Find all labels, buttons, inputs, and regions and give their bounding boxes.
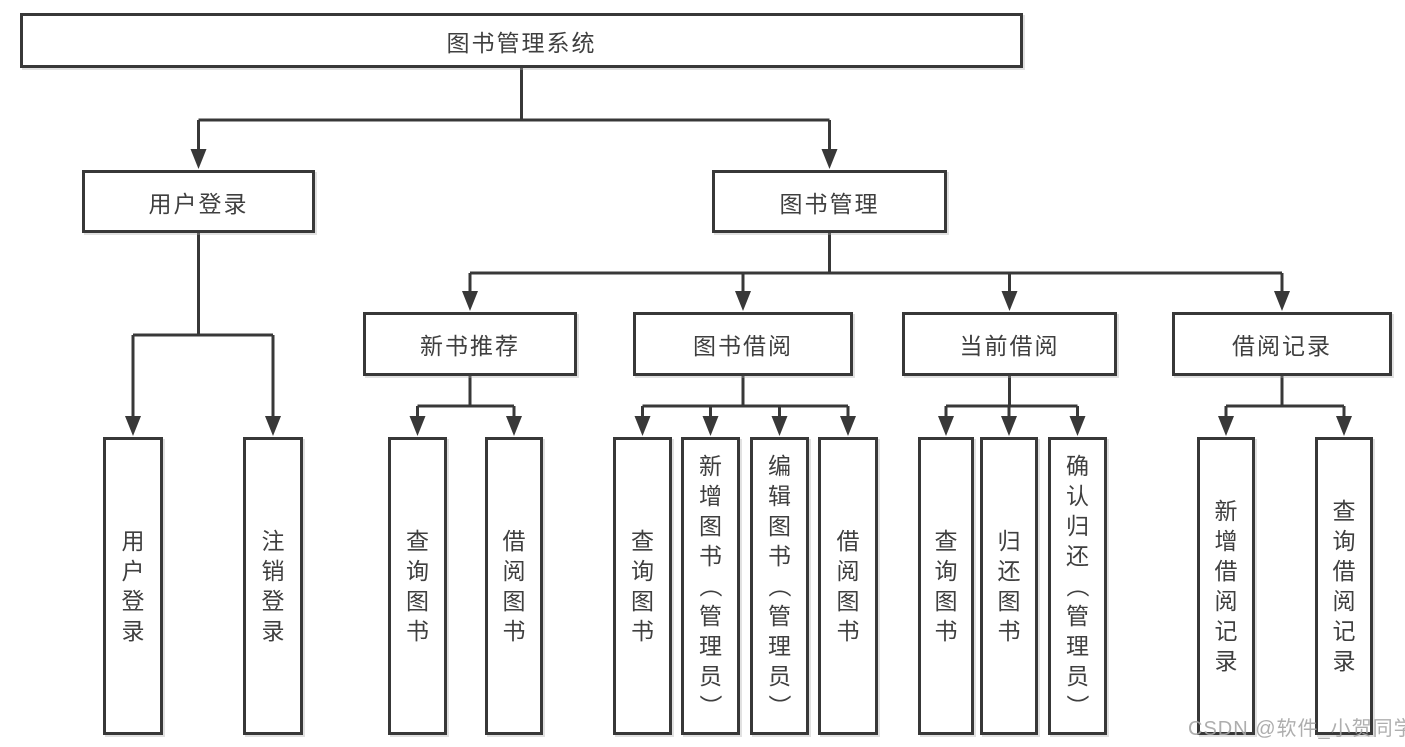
node-user-login: 用户登录 [82, 170, 315, 233]
node-borrow-record: 借阅记录 [1172, 312, 1392, 376]
node-leaf-query-book-current: 查询图书 [918, 437, 974, 735]
node-label-leaf-confirm-return-admin: 确认归还（管理员） [1064, 453, 1091, 718]
node-leaf-add-borrow-record: 新增借阅记录 [1197, 437, 1255, 735]
arrowhead-icon-leaf-add-book-admin [702, 416, 719, 436]
node-label-leaf-borrow-book-borrow: 借阅图书 [836, 528, 860, 644]
node-leaf-query-book-rec: 查询图书 [388, 437, 447, 735]
node-label-leaf-query-borrow-record: 查询借阅记录 [1332, 498, 1356, 674]
connector-book-borrow [641, 374, 850, 421]
node-label-leaf-query-book-rec: 查询图书 [406, 528, 429, 644]
node-new-book-rec: 新书推荐 [363, 312, 577, 376]
node-label-leaf-edit-book-admin: 编辑图书（管理员） [766, 453, 793, 718]
node-label-leaf-logout: 注销登录 [261, 528, 285, 644]
arrowhead-icon-leaf-query-book-current [938, 416, 954, 436]
arrowhead-icon-leaf-query-book-rec [409, 416, 426, 436]
node-leaf-edit-book-admin: 编辑图书（管理员） [750, 437, 809, 735]
node-label-user-login: 用户登录 [148, 190, 249, 217]
arrowhead-icon-book-borrow [735, 291, 751, 311]
arrowhead-icon-leaf-user-login [125, 416, 141, 436]
connector-system-root [197, 66, 831, 154]
arrowhead-icon-leaf-borrow-book-rec [506, 416, 522, 436]
node-leaf-borrow-book-rec: 借阅图书 [485, 437, 543, 735]
node-system-root: 图书管理系统 [20, 13, 1023, 68]
node-leaf-query-borrow-record: 查询借阅记录 [1315, 437, 1373, 735]
arrowhead-icon-borrow-record [1274, 291, 1290, 311]
node-label-book-mgmt: 图书管理 [779, 190, 880, 217]
node-label-borrow-record: 借阅记录 [1232, 333, 1332, 359]
node-leaf-query-book-borrow: 查询图书 [613, 437, 672, 735]
node-book-mgmt: 图书管理 [712, 170, 947, 233]
arrowhead-icon-leaf-confirm-return-admin [1069, 416, 1086, 436]
arrowhead-icon-leaf-query-book-borrow [634, 416, 651, 436]
node-label-current-borrow: 当前借阅 [959, 333, 1060, 359]
arrowhead-icon-leaf-return-book [1001, 416, 1017, 436]
node-leaf-borrow-book-borrow: 借阅图书 [818, 437, 878, 735]
node-label-book-borrow: 图书借阅 [693, 333, 793, 359]
connector-user-login [131, 231, 275, 421]
node-leaf-logout: 注销登录 [243, 437, 303, 735]
node-label-new-book-rec: 新书推荐 [420, 333, 520, 359]
node-label-leaf-query-book-current: 查询图书 [934, 528, 958, 644]
arrowhead-icon-leaf-query-borrow-record [1336, 416, 1352, 436]
node-leaf-confirm-return-admin: 确认归还（管理员） [1048, 437, 1107, 735]
connector-book-mgmt [468, 231, 1284, 296]
arrowhead-icon-book-mgmt [821, 149, 838, 169]
node-label-leaf-return-book: 归还图书 [997, 528, 1021, 644]
node-label-leaf-user-login: 用户登录 [121, 528, 145, 644]
connector-current-borrow [944, 374, 1079, 421]
node-label-leaf-query-book-borrow: 查询图书 [631, 528, 654, 644]
watermark: CSDN @软件_小贺同学 [1188, 718, 1405, 740]
node-label-leaf-borrow-book-rec: 借阅图书 [502, 528, 526, 644]
arrowhead-icon-leaf-logout [265, 416, 281, 436]
node-leaf-user-login: 用户登录 [103, 437, 163, 735]
arrowhead-icon-leaf-edit-book-admin [771, 416, 788, 436]
node-leaf-return-book: 归还图书 [980, 437, 1038, 735]
connector-borrow-record [1224, 374, 1346, 421]
arrowhead-icon-leaf-borrow-book-borrow [840, 416, 856, 436]
node-book-borrow: 图书借阅 [633, 312, 853, 376]
connector-new-book-rec [416, 374, 516, 421]
node-label-leaf-add-book-admin: 新增图书（管理员） [697, 453, 724, 718]
node-label-leaf-add-borrow-record: 新增借阅记录 [1214, 498, 1238, 674]
arrowhead-icon-current-borrow [1001, 291, 1018, 311]
arrowhead-icon-user-login [190, 149, 207, 169]
arrowhead-icon-new-book-rec [462, 291, 478, 311]
node-current-borrow: 当前借阅 [902, 312, 1117, 376]
node-label-system-root: 图书管理系统 [446, 29, 597, 56]
arrowhead-icon-leaf-add-borrow-record [1218, 416, 1234, 436]
node-leaf-add-book-admin: 新增图书（管理员） [681, 437, 740, 735]
